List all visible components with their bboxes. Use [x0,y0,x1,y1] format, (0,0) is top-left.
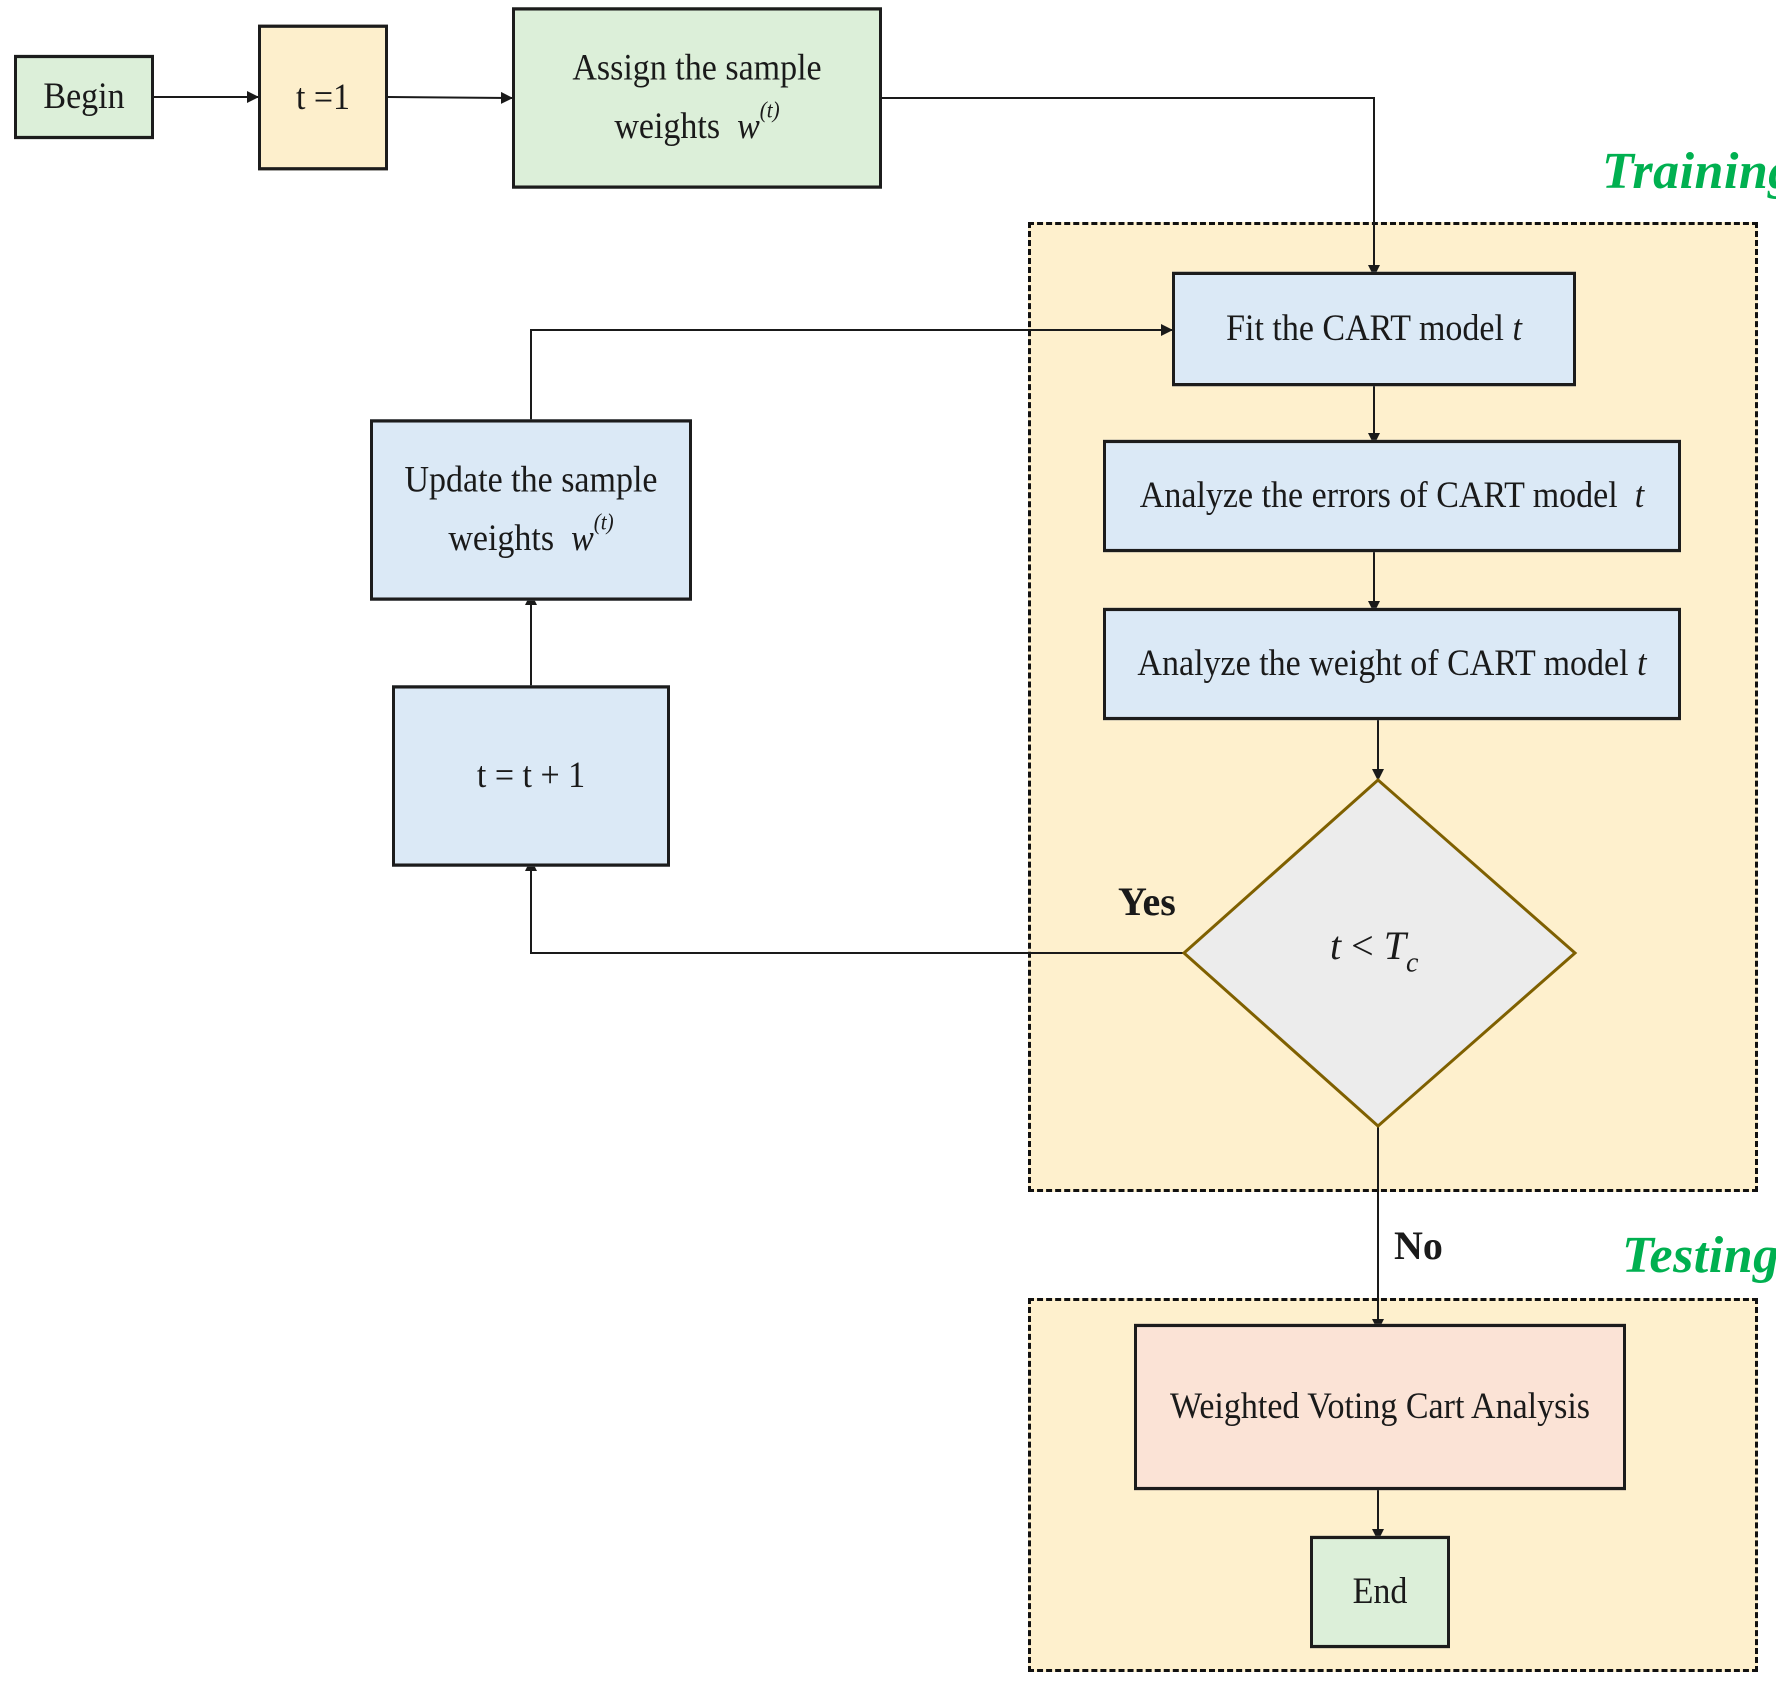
increment-counter-label: t = t + 1 [476,755,586,796]
update-weights-line1: Update the sample [404,460,658,501]
decision-subscript: c [1405,947,1419,979]
assign-weights-var: w [737,106,760,147]
analyze-weight-node: Analyze the weight of CART model t [1103,607,1681,721]
weighted-voting-label: Weighted Voting Cart Analysis [1169,1386,1591,1427]
assign-weights-line2: weights [614,106,721,147]
yes-branch-label: Yes [1118,879,1176,924]
edge-init-to-assign [387,91,513,104]
training-region-label: Training [1602,143,1776,200]
testing-region-label: Testing [1622,1227,1776,1284]
decision-diamond [1181,777,1578,1129]
begin-label: Begin [43,76,125,117]
assign-weights-sup: (t) [759,96,780,123]
decision-var-t: t [1330,923,1342,968]
analyze-weight-var: t [1637,643,1647,684]
fit-cart-node: Fit the CART model t [1172,271,1576,387]
edge-assign-to-fit [882,97,1380,277]
decision-var-T: T [1383,923,1406,968]
edge-decision-yes-to-increment [525,859,1184,954]
analyze-weight-label: Analyze the weight of CART model [1137,643,1629,684]
init-counter-label: t =1 [295,77,351,118]
end-label: End [1352,1571,1408,1612]
assign-weights-line1: Assign the sample [572,48,822,89]
decision-operator: < [1341,923,1384,968]
increment-counter-node: t = t + 1 [392,685,670,867]
edge-update-to-fit [530,324,1173,426]
decision-condition: t < Tc [1330,922,1418,980]
analyze-errors-node: Analyze the errors of CART model t [1103,439,1681,553]
begin-node: Begin [14,54,154,140]
end-node: End [1310,1535,1450,1649]
update-weights-var: w [571,518,594,559]
weighted-voting-node: Weighted Voting Cart Analysis [1134,1323,1626,1491]
assign-weights-node: Assign the sample weights w(t) [512,7,882,189]
update-weights-sup: (t) [593,508,614,535]
update-weights-node: Update the sample weights w(t) [370,419,692,601]
update-weights-line2: weights [448,518,555,559]
analyze-errors-var: t [1634,475,1645,516]
init-counter-node: t =1 [258,24,388,171]
analyze-errors-label: Analyze the errors of CART model [1139,475,1618,516]
fit-cart-var: t [1512,308,1522,349]
fit-cart-label: Fit the CART model [1226,308,1504,349]
no-branch-label: No [1394,1223,1443,1268]
